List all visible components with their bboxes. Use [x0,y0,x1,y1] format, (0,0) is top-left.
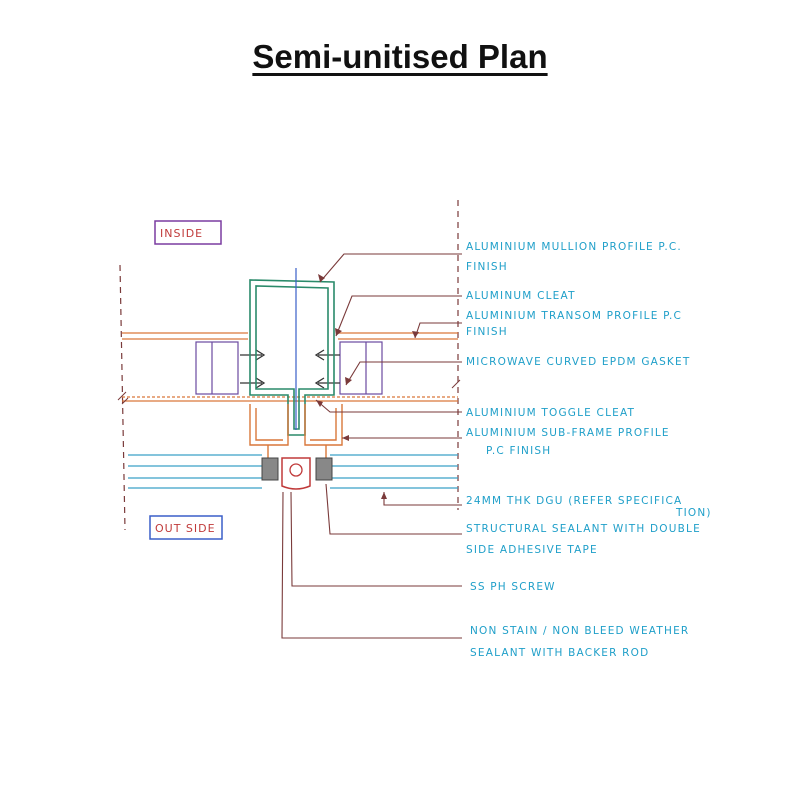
label-transom-line1: ALUMINIUM TRANSOM PROFILE P.C [466,310,682,322]
inside-zone-label: INSIDE [160,227,203,240]
label-mullion-line1: ALUMINIUM MULLION PROFILE P.C. [466,241,682,253]
label-sealant-line2: SIDE ADHESIVE TAPE [466,544,598,556]
dgu-glass [128,454,458,489]
label-gasket: MICROWAVE CURVED EPDM GASKET [466,356,690,368]
label-subframe-line1: ALUMINIUM SUB-FRAME PROFILE [466,427,670,439]
leader-lines [281,253,462,639]
label-mullion-line2: FINISH [466,261,508,273]
callout-labels: ALUMINIUM MULLION PROFILE P.C. FINISH AL… [466,241,712,659]
label-dgu-line1: 24MM THK DGU (REFER SPECIFICA [466,495,682,507]
label-toggle-cleat: ALUMINIUM TOGGLE CLEAT [466,407,635,419]
label-screw: SS PH SCREW [470,581,556,593]
label-cleat: ALUMINUM CLEAT [466,290,576,302]
aluminium-cleat [195,341,383,395]
structural-sealant-left [261,457,279,481]
subframe-profile [249,404,343,458]
cleat-screws [240,349,340,389]
label-dgu-line2: TION) [675,507,712,519]
leader-arrowheads [316,274,419,499]
label-weather-line1: NON STAIN / NON BLEED WEATHER [470,625,689,637]
structural-sealant-right [315,457,333,481]
page-title: Semi-unitised Plan [252,38,548,75]
outside-zone-box [149,515,223,540]
transom-profile [122,332,458,402]
break-mark-left [117,391,129,405]
label-subframe-line2: P.C FINISH [486,445,551,457]
outside-zone-label: OUT SIDE [155,522,216,535]
label-sealant-line1: STRUCTURAL SEALANT WITH DOUBLE [466,523,701,535]
label-weather-line2: SEALANT WITH BACKER ROD [470,647,649,659]
inside-zone-box [154,220,222,245]
weather-sealant [281,457,311,490]
mullion-profile [249,279,335,436]
label-transom-line2: FINISH [466,326,508,338]
break-mark-right [451,379,461,389]
backer-rod [289,463,303,477]
